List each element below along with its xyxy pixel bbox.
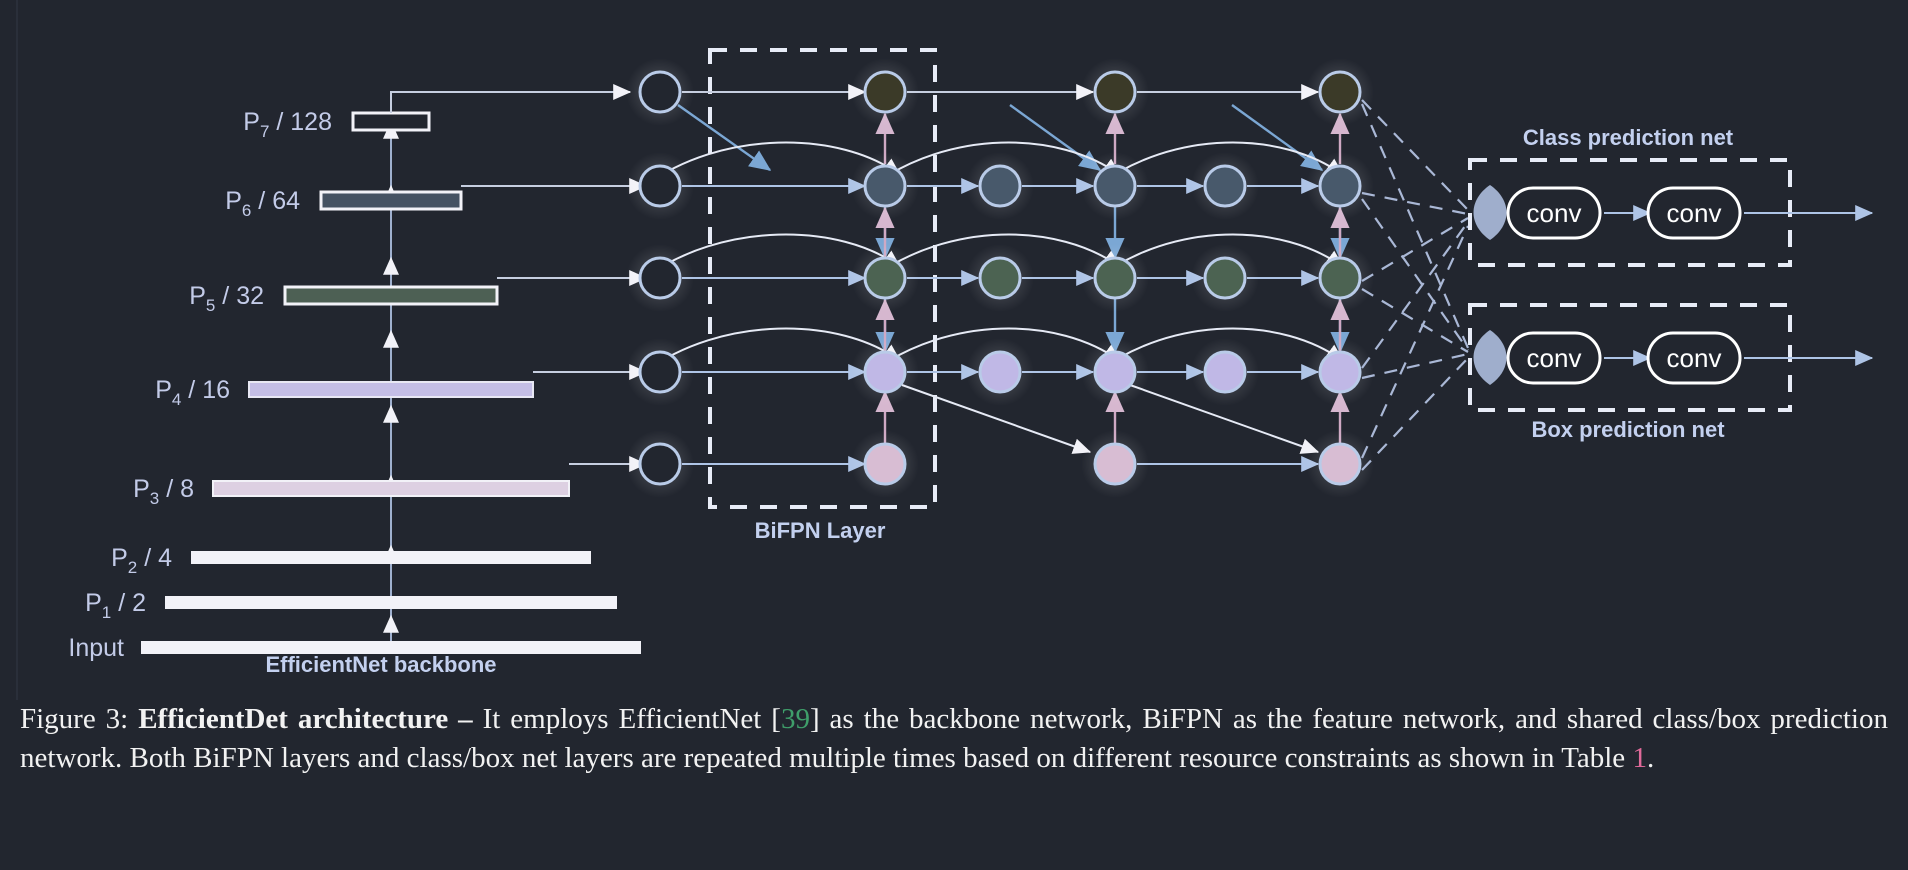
caption-figure-number: Figure 3: (20, 703, 139, 735)
feature-bar-input (141, 641, 641, 654)
box-conv-label-1: conv (1527, 343, 1582, 373)
caption-body-1: It employs EfficientNet [ (482, 703, 781, 735)
feature-bar-p5 (283, 285, 499, 306)
bifpn-node-p3 (1093, 442, 1137, 486)
level-label-p5: P5 / 32 (189, 282, 264, 315)
box-conv-label-2: conv (1667, 343, 1722, 373)
caption-body-2: ] as the backbone network, BiFPN as the … (20, 703, 1888, 774)
bifpn-node-p5 (978, 256, 1022, 300)
bifpn-node-p5 (1203, 256, 1247, 300)
bifpn-node-out-p3 (1318, 442, 1362, 486)
caption-body-3: . (1646, 741, 1655, 774)
backbone-caption: EfficientNet backbone (265, 652, 496, 677)
bifpn-node-p6 (1203, 164, 1247, 208)
feature-bar-p6 (319, 190, 463, 211)
bifpn-nodes (626, 58, 1374, 498)
bifpn-node-p7 (1093, 70, 1137, 114)
backbone-to-bifpn-links (390, 84, 648, 472)
page-left-rule (16, 0, 18, 700)
feature-bar-p3 (212, 480, 570, 497)
bifpn-node-p7 (863, 70, 907, 114)
bifpn-node-out-p4 (1318, 350, 1362, 394)
class-conv-label-1: conv (1527, 198, 1582, 228)
bifpn-node-in-p3 (638, 442, 682, 486)
level-label-p6: P6 / 64 (225, 187, 300, 220)
figure-caption: Figure 3: EfficientDet architecture – It… (20, 700, 1888, 777)
caption-ref-table-1[interactable]: 1 (1632, 741, 1647, 774)
bifpn-node-out-p6 (1318, 164, 1362, 208)
bifpn-node-in-p4 (638, 350, 682, 394)
feature-bar-p4 (248, 381, 534, 398)
class-conv-block-1 (1506, 186, 1602, 240)
feature-bar-p1 (165, 596, 617, 609)
bifpn-node-p6 (1093, 164, 1137, 208)
head-fanout-links (1360, 99, 1470, 471)
box-conv-block-1 (1506, 331, 1602, 385)
bifpn-node-p4 (1203, 350, 1247, 394)
efficientnet-backbone-group: P7 / 128 P6 / 64 P5 / 32 P4 / 16 P3 / 8 … (68, 108, 641, 677)
bifpn-node-in-p7 (638, 70, 682, 114)
level-label-p3: P3 / 8 (133, 475, 194, 508)
level-label-p1: P1 / 2 (85, 589, 146, 622)
bifpn-node-in-p5 (638, 256, 682, 300)
class-conv-block-2 (1646, 186, 1742, 240)
box-net-merge-icon (1473, 330, 1507, 385)
box-prediction-net: conv conv Box prediction net (1468, 303, 1874, 442)
feature-bar-p7 (351, 111, 431, 132)
bifpn-node-out-p5 (1318, 256, 1362, 300)
bifpn-layer-label: BiFPN Layer (755, 518, 886, 543)
class-net-merge-icon (1473, 185, 1507, 240)
class-conv-label-2: conv (1667, 198, 1722, 228)
bifpn-node-out-p7 (1318, 70, 1362, 114)
class-prediction-net-title: Class prediction net (1523, 125, 1734, 150)
bifpn-node-p3 (863, 442, 907, 486)
bifpn-node-p6 (863, 164, 907, 208)
bifpn-node-p4 (1093, 350, 1137, 394)
caption-ref-39[interactable]: 39 (780, 703, 810, 735)
bifpn-node-p4 (863, 350, 907, 394)
level-label-p7: P7 / 128 (243, 108, 332, 141)
bifpn-node-p4 (978, 350, 1022, 394)
class-prediction-net: Class prediction net conv conv (1468, 125, 1874, 267)
bifpn-node-p5 (1093, 256, 1137, 300)
efficientdet-architecture-diagram: P7 / 128 P6 / 64 P5 / 32 P4 / 16 P3 / 8 … (68, 48, 1874, 677)
caption-title: EfficientDet architecture – (138, 703, 483, 735)
box-conv-block-2 (1646, 331, 1742, 385)
bifpn-node-p5 (863, 256, 907, 300)
level-label-input: Input (68, 634, 124, 662)
bifpn-node-in-p6 (638, 164, 682, 208)
feature-bar-p2 (191, 551, 591, 564)
box-prediction-net-title: Box prediction net (1531, 417, 1725, 442)
bifpn-node-p6 (978, 164, 1022, 208)
level-label-p2: P2 / 4 (111, 544, 172, 577)
level-label-p4: P4 / 16 (155, 376, 230, 409)
